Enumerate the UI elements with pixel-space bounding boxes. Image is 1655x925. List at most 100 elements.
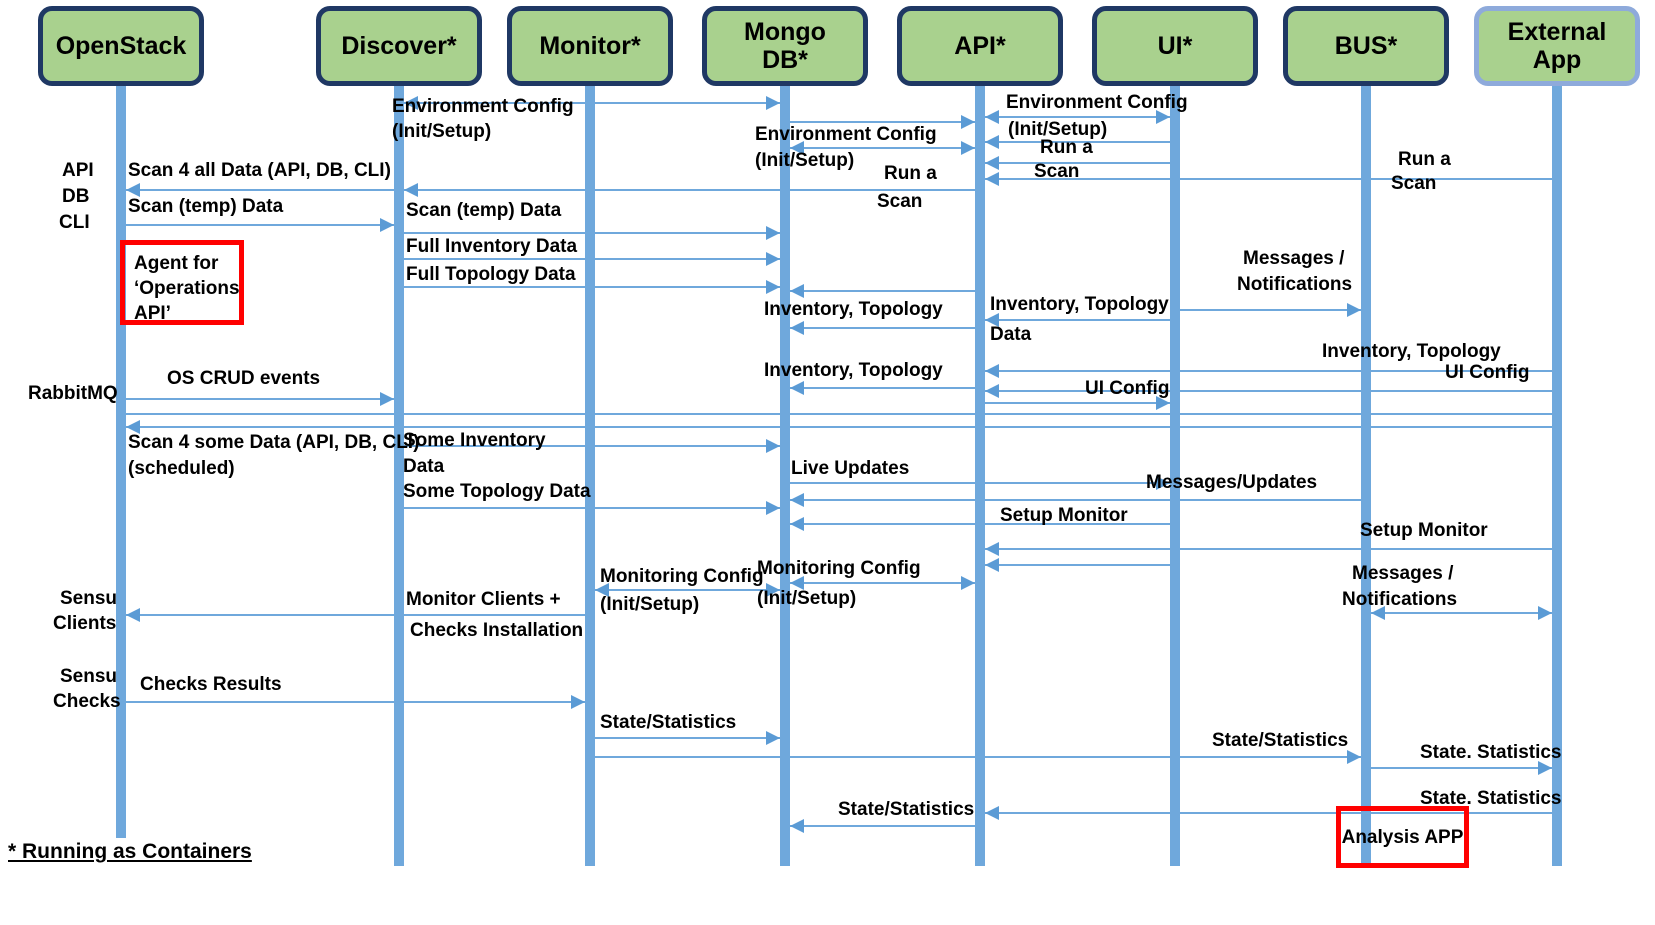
msg-ui-to-api-y142 (985, 141, 1170, 143)
msg-discover-to-mongodb-y287 (404, 286, 780, 288)
message-label-inventory-topology: Inventory, Topology (1322, 341, 1501, 362)
lifeline-external-app (1552, 86, 1562, 866)
arrow-head-l-msg-api-to-mongodb-y328 (790, 321, 804, 335)
message-label-os-crud-events: OS CRUD events (167, 368, 321, 389)
msg-discover-to-openstack-y190 (126, 189, 394, 191)
arrow-head-r-msg-mongodb-to-api-y122 (961, 115, 975, 129)
arrow-head-l-msg-ui-to-api-y163 (985, 156, 999, 170)
message-label-run-a: Run a (884, 163, 937, 184)
msg-ui-to-mongodb-y524 (790, 523, 1170, 525)
side-label-api: API (62, 160, 94, 181)
message-label-init-setup: (Init/Setup) (600, 594, 700, 615)
message-label-state-statistics: State. Statistics (1420, 742, 1562, 763)
msg-ui-to-api-y163 (985, 162, 1170, 164)
message-label-checks-installation: Checks Installation (410, 620, 584, 641)
lifeline-monitor (585, 86, 595, 866)
arrow-head-l-msg-ui-to-api-y142 (985, 135, 999, 149)
message-label-checks-results: Checks Results (140, 674, 282, 695)
message-label-run-a: Run a (1040, 137, 1093, 158)
actor-label: UI* (1157, 32, 1193, 60)
message-label-init-setup: (Init/Setup) (1008, 119, 1108, 140)
arrow-head-l-msg-api-to-mongodb-y826 (790, 819, 804, 833)
message-label-environment-config: Environment Config (755, 124, 937, 145)
arrow-head-r-msg-discover-to-mongodb-y259 (766, 252, 780, 266)
msg-discover-to-mongodb-y233 (404, 232, 780, 234)
arrow-head-r-msg-monitor-to-mongodb-y738 (766, 731, 780, 745)
message-label-some-topology-data: Some Topology Data (403, 481, 591, 502)
actor-label: External (1507, 18, 1607, 46)
msg-api-to-mongodb-y328 (790, 327, 975, 329)
arrow-head-l-msg-discover-to-openstack-y190 (126, 183, 140, 197)
arrow-head-l-msg-api-to-mongodb-y388 (790, 381, 804, 395)
arrow-head-r-msg-mongodb-to-api-y148 (961, 141, 975, 155)
message-label-scheduled: (scheduled) (128, 458, 235, 479)
message-label-environment-config: Environment Config (1006, 92, 1188, 113)
actor-ui: UI* (1092, 6, 1258, 86)
actor-label: OpenStack (55, 32, 187, 60)
lifeline-bus (1361, 86, 1371, 866)
annotation-text: ‘Operations (134, 278, 240, 299)
msg-openstack-to-monitor-y702 (126, 701, 585, 703)
lifeline-ui (1170, 86, 1180, 866)
message-label-messages: Messages / (1352, 563, 1454, 584)
message-label-environment-config: Environment Config (392, 96, 574, 117)
msg-mongodb-to-api-y583 (790, 582, 975, 584)
message-label-inventory-topology: Inventory, Topology (990, 294, 1169, 315)
lifeline-mongodb (780, 86, 790, 866)
message-label-messages-updates: Messages/Updates (1146, 472, 1318, 493)
msg-bus-to-mongodb-y500 (790, 499, 1361, 501)
arrow-head-r-msg-bus-to-external-app-y768 (1538, 761, 1552, 775)
msg-external-app-to-api-y179 (985, 178, 1552, 180)
msg-monitor-to-openstack-y615 (126, 614, 585, 616)
arrow-head-r-msg-api-to-ui-y403 (1156, 396, 1170, 410)
side-label-checks: Checks (53, 691, 121, 712)
msg-discover-to-mongodb-y508 (404, 507, 780, 509)
msg-mongodb-to-api-y122 (790, 121, 975, 123)
message-label-init-setup: (Init/Setup) (757, 588, 857, 609)
message-label-state-statistics: State/Statistics (1212, 730, 1349, 751)
arrow-head-l-msg-external-app-to-api-y371 (985, 364, 999, 378)
message-label-state-statistics: State/Statistics (600, 712, 737, 733)
msg-discover-to-mongodb-y446 (404, 445, 780, 447)
actor-label: Mongo (744, 18, 826, 46)
message-label-full-topology-data: Full Topology Data (406, 264, 576, 285)
annotation-agent-operations-api: Agent for‘Operations API’ (120, 240, 244, 325)
msg-openstack-to-discover-y399 (126, 398, 394, 400)
msg-external-app-to-api-y549 (985, 548, 1552, 550)
arrow-head-l-msg-ui-to-mongodb-y524 (790, 517, 804, 531)
arrow-head-r-msg-openstack-to-discover-y399 (380, 392, 394, 406)
message-label-full-inventory-data: Full Inventory Data (406, 236, 578, 257)
message-label-run-a: Run a (1398, 149, 1451, 170)
msg-external-app-to-api-y371 (985, 370, 1552, 372)
actor-bus: BUS* (1283, 6, 1449, 86)
arrow-head-l-msg-bus-to-external-app-y613 (1371, 606, 1385, 620)
lifeline-discover (394, 86, 404, 866)
message-label-data: Data (403, 456, 445, 477)
msg-api-to-mongodb-y388 (790, 387, 975, 389)
message-label-monitoring-config: Monitoring Config (757, 558, 921, 579)
msg-bus-to-external-app-y768 (1371, 767, 1552, 769)
side-label-cli: CLI (59, 212, 90, 233)
message-label-setup-monitor: Setup Monitor (1360, 520, 1488, 541)
msg-ui-to-api-y320 (985, 319, 1170, 321)
arrow-head-r-msg-ui-to-bus-y310 (1347, 303, 1361, 317)
message-label-live-updates: Live Updates (791, 458, 910, 479)
arrow-head-l-msg-ui-to-api-y565 (985, 558, 999, 572)
arrow-head-l-msg-external-app-to-openstack-y427 (126, 420, 140, 434)
arrow-head-r-msg-discover-to-mongodb-y287 (766, 280, 780, 294)
message-label-scan: Scan (877, 191, 923, 212)
message-label-notifications: Notifications (1342, 589, 1458, 610)
actor-discover: Discover* (316, 6, 482, 86)
actor-label: Discover* (341, 32, 457, 60)
arrow-head-l-msg-monitor-to-openstack-y615 (126, 608, 140, 622)
side-label-clients: Clients (53, 613, 117, 634)
annotation-text: Agent for (134, 253, 219, 274)
msg-api-to-mongodb-y291 (790, 290, 975, 292)
side-label-sensu: Sensu (60, 588, 118, 609)
message-label-scan-4-some-data-api-db-cli: Scan 4 some Data (API, DB, CLI) (128, 432, 420, 453)
side-label-sensu: Sensu (60, 666, 118, 687)
message-label-state-statistics: State. Statistics (1420, 788, 1562, 809)
